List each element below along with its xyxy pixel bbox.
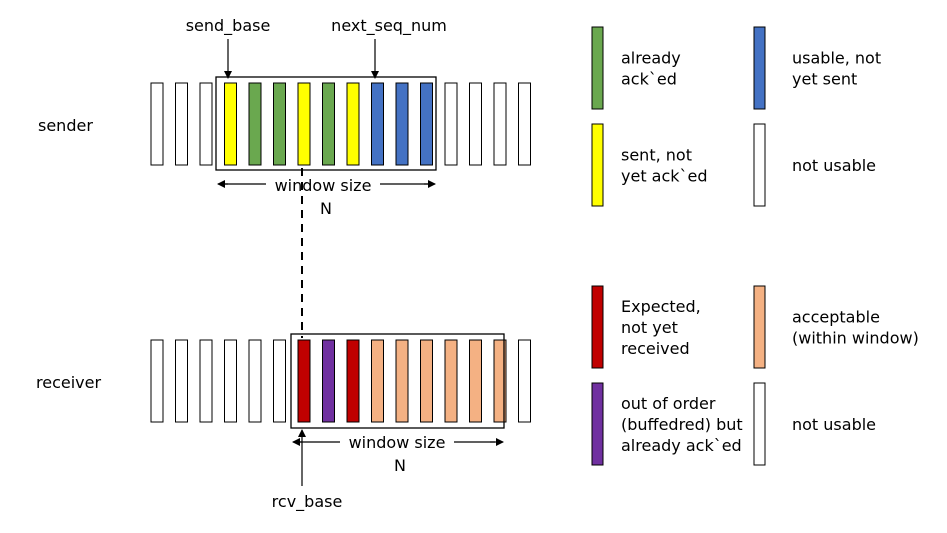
legend-swatch [591, 123, 604, 207]
legend-swatch [591, 382, 604, 466]
receiver-slot [395, 339, 409, 423]
legend-label-line: not yet [621, 318, 678, 337]
receiver-window-frame [290, 333, 505, 429]
legend-swatch [591, 285, 604, 369]
sender-slot [224, 82, 237, 166]
receiver-window-size-label: window size [349, 433, 446, 452]
legend-label-line: not usable [792, 156, 876, 175]
receiver-slot [444, 339, 458, 423]
receiver-sequence-slots [150, 339, 531, 423]
legend-label-line: yet sent [792, 70, 857, 89]
legend-label-line: ack`ed [621, 70, 677, 89]
sender-slot [199, 82, 213, 166]
legend-label-line: yet ack`ed [621, 167, 708, 186]
legend-swatch [753, 26, 766, 110]
legend-label-line: Expected, [621, 297, 701, 316]
sender-window-size-label: window size [275, 176, 372, 195]
receiver-slot [493, 339, 507, 423]
send-base-label: send_base [186, 16, 271, 36]
legend-label-line: already ack`ed [621, 436, 742, 455]
sender-slot [297, 82, 311, 166]
legend-label-line: (buffedred) but [621, 415, 743, 434]
receiver-slot [175, 339, 188, 423]
sender-slot [346, 82, 360, 166]
sender-slot [518, 82, 531, 166]
sender-legend: already ack`ed usable, not yet sent sent, no… [591, 26, 881, 207]
sender-slot [469, 82, 482, 166]
receiver-slot [469, 339, 482, 423]
legend-swatch [753, 382, 766, 466]
receiver-slot [297, 339, 311, 423]
legend-label-line: (within window) [792, 329, 919, 348]
legend-label-line: acceptable [792, 308, 880, 327]
receiver-slot [322, 339, 335, 423]
legend-label-line: out of order [621, 394, 716, 413]
sender-slot [273, 82, 286, 166]
sender-slot [322, 82, 335, 166]
receiver-legend: Expected, not yet received acceptable (withi… [591, 285, 919, 466]
sender-window-n-label: N [320, 199, 332, 218]
sender-slot [150, 82, 164, 166]
legend-swatch [753, 285, 766, 369]
legend-label-line: sent, not [621, 146, 692, 165]
sender-sequence-slots [150, 82, 531, 166]
receiver-slot [371, 339, 384, 423]
next-seq-num-label: next_seq_num [331, 16, 447, 36]
receiver-window-n-label: N [394, 456, 406, 475]
receiver-slot [150, 339, 164, 423]
receiver-slot [273, 339, 286, 423]
sender-slot [248, 82, 262, 166]
sender-slot [444, 82, 458, 166]
receiver-slot [224, 339, 237, 423]
legend-label-line: usable, not [792, 49, 881, 68]
legend-label-line: not usable [792, 415, 876, 434]
receiver-slot [518, 339, 531, 423]
sender-label: sender [38, 116, 93, 135]
sender-slot [371, 82, 384, 166]
legend-swatch [753, 123, 766, 207]
receiver-label: receiver [36, 373, 101, 392]
receiver-slot [248, 339, 262, 423]
sender-slot [493, 82, 507, 166]
rcv-base-label: rcv_base [272, 492, 343, 512]
receiver-slot [346, 339, 360, 423]
receiver-slot [199, 339, 213, 423]
receiver-slot [420, 339, 433, 423]
sender-slot [395, 82, 409, 166]
legend-label-line: already [621, 49, 681, 68]
sender-slot [420, 82, 433, 166]
sender-slot [175, 82, 188, 166]
legend-label-line: received [621, 339, 690, 358]
sender-window-frame [215, 76, 437, 171]
legend-swatch [591, 26, 604, 110]
